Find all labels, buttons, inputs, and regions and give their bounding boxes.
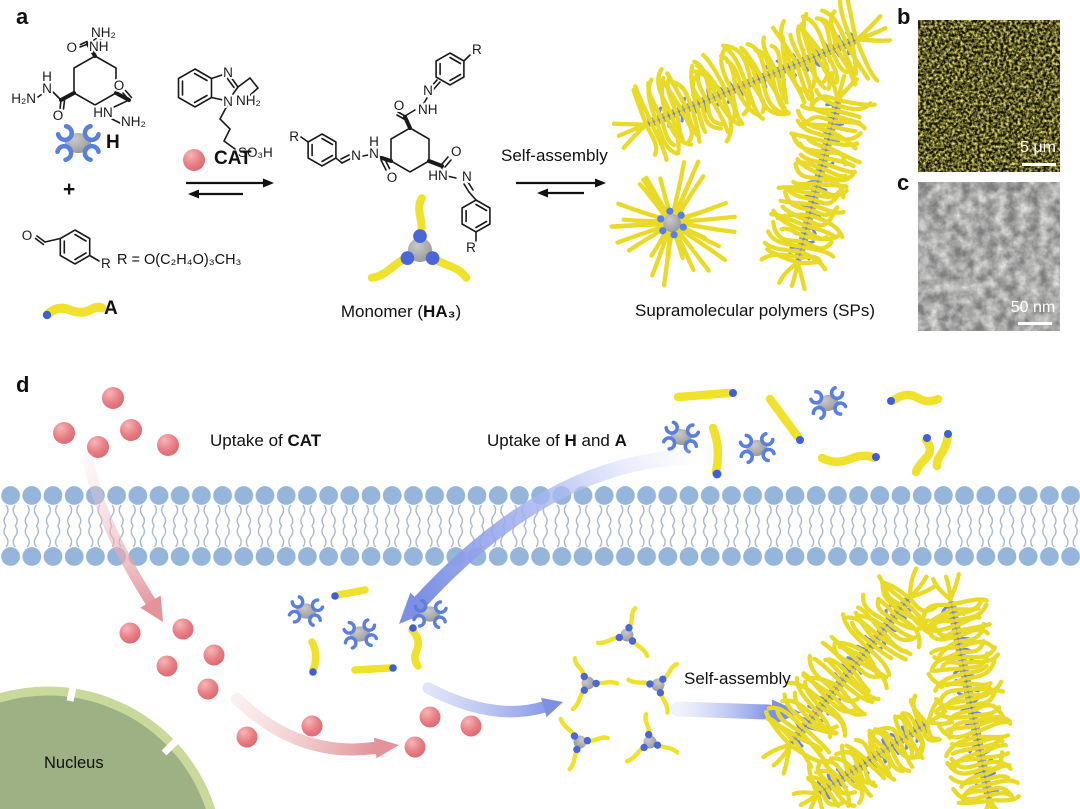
nuclear-pore xyxy=(66,682,78,702)
svg-text:O: O xyxy=(22,228,33,243)
svg-text:HN: HN xyxy=(93,105,113,120)
nucleus-label: Nucleus xyxy=(44,754,104,772)
svg-text:NH₂: NH₂ xyxy=(121,114,146,129)
svg-text:O: O xyxy=(387,170,398,185)
ha3-monomers-cluster xyxy=(551,601,695,769)
cat-sphere-icon xyxy=(183,149,205,171)
tem-micrograph xyxy=(918,182,1060,331)
equilibrium-arrows xyxy=(186,178,274,199)
r-group-definition: R = O(C₂H₄O)₃CH₃ xyxy=(117,252,242,268)
plus-sign: + xyxy=(63,178,76,201)
svg-text:H₂N: H₂N xyxy=(11,91,36,106)
monomer-caption: Monomer (HA₃) xyxy=(340,302,462,321)
svg-text:HN: HN xyxy=(428,168,448,183)
svg-text:R: R xyxy=(466,240,476,255)
h-molecule-icon xyxy=(57,126,98,160)
a-molecule-icon xyxy=(42,302,107,320)
scalebar-c xyxy=(1018,322,1052,325)
a-chemical-structure: O R xyxy=(20,226,113,273)
h-chemical-structure: O NH NH₂ H N H₂N O O HN NH₂ xyxy=(9,23,148,131)
svg-text:N: N xyxy=(351,148,361,163)
cat-label: CAT xyxy=(214,148,252,169)
scalebar-b xyxy=(1022,163,1056,166)
sp-caption: Supramolecular polymers (SPs) xyxy=(635,301,875,320)
svg-text:SO₃H: SO₃H xyxy=(238,145,273,160)
nuclear-pore xyxy=(161,738,179,756)
svg-text:NH₂: NH₂ xyxy=(91,25,116,40)
scalebar-c-text: 50 nm xyxy=(1010,299,1056,316)
svg-text:O: O xyxy=(53,108,64,123)
cat-diffusion-arrow xyxy=(231,693,399,759)
svg-text:O: O xyxy=(114,78,125,93)
a-label: A xyxy=(104,298,118,319)
h-and-a-extracellular xyxy=(661,384,953,479)
self-assembly-caption-a: Self-assembly xyxy=(501,146,608,165)
scalebar-b-text: 5 μm xyxy=(1020,139,1056,156)
svg-text:N: N xyxy=(423,83,433,98)
uptake-ha-caption: Uptake of H and A xyxy=(487,431,627,450)
self-assembly-caption-d: Self-assembly xyxy=(684,669,791,688)
svg-text:N: N xyxy=(42,81,52,96)
monomer-chemical-structure: O NH N R H N N R O O HN xyxy=(287,40,491,257)
cat-spheres-intracellular xyxy=(119,618,482,758)
svg-text:O: O xyxy=(66,40,77,55)
h-label: H xyxy=(106,132,120,153)
svg-text:H: H xyxy=(369,134,379,149)
uptake-cat-arrow xyxy=(82,452,163,622)
svg-text:O: O xyxy=(451,144,462,159)
assembled-sp-fibers xyxy=(761,566,1021,809)
svg-text:NH: NH xyxy=(418,102,438,117)
svg-text:NH₂: NH₂ xyxy=(236,93,261,108)
panel-d-label: d xyxy=(16,372,30,397)
svg-text:NH: NH xyxy=(89,39,109,54)
svg-text:O: O xyxy=(394,98,405,113)
svg-text:R: R xyxy=(101,256,111,271)
nucleus xyxy=(0,682,216,809)
svg-text:N: N xyxy=(369,146,379,161)
ha3-monomer-icon xyxy=(372,198,466,278)
panel-a-artwork: O NH NH₂ H N H₂N O O HN NH₂ N N NH₂ SO₃H xyxy=(9,0,893,320)
h-and-a-intracellular xyxy=(286,586,449,676)
panel-b-label: b xyxy=(897,4,911,29)
fluorescence-micrograph xyxy=(918,20,1060,172)
cat-chemical-structure: N N NH₂ SO₃H xyxy=(177,63,275,162)
svg-text:R: R xyxy=(289,129,299,144)
monomer-formation-arrow xyxy=(422,682,563,718)
svg-text:N: N xyxy=(223,94,233,109)
supramolecular-polymers-illustration xyxy=(609,0,893,292)
cat-spheres-extracellular xyxy=(53,387,179,458)
panel-c-label: c xyxy=(897,170,910,195)
panel-d-artwork xyxy=(0,384,1080,809)
self-assembly-equilibrium-arrows xyxy=(516,178,606,198)
uptake-cat-caption: Uptake of CAT xyxy=(210,431,322,450)
svg-text:N: N xyxy=(223,65,233,80)
svg-text:H: H xyxy=(42,69,52,84)
svg-text:R: R xyxy=(472,42,482,57)
panel-a-label: a xyxy=(16,4,29,29)
svg-text:N: N xyxy=(462,169,472,184)
